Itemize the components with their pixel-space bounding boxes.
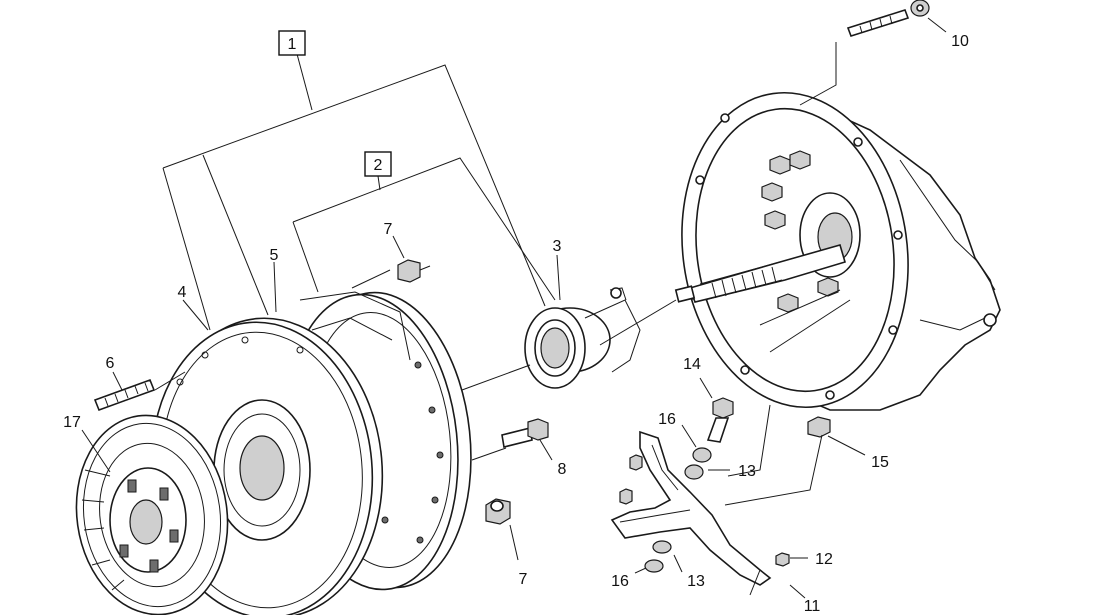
label-12: 12 [815,551,833,568]
label-16-upper: 16 [658,411,676,428]
washer-16-lower [644,559,664,573]
nut-7-top [397,259,431,283]
label-8: 8 [558,461,567,478]
washer-13-lower [652,540,672,554]
washer-13-upper [684,464,704,480]
label-6: 6 [106,355,115,372]
nut-12 [775,552,790,567]
bolt-8 [501,418,549,448]
label-13-lower: 13 [687,573,705,590]
label-16-lower: 16 [611,573,629,590]
washer-16-upper [692,447,712,463]
clutch-disc [75,414,229,615]
label-3: 3 [553,238,562,255]
stud-10 [846,0,930,37]
group-label-2: 2 [374,157,383,174]
label-7-top: 7 [384,221,393,238]
flywheel-holes [176,336,304,386]
label-14: 14 [683,356,701,373]
assembly-axis-lines [154,42,837,596]
stud-6 [93,378,156,412]
label-13-upper: 13 [738,463,756,480]
group-2-bracket: 2 [292,151,556,301]
label-17: 17 [63,414,81,431]
input-shaft [674,244,846,303]
bushing-15 [807,416,831,438]
group-1-bracket: 1 [162,30,546,331]
label-11: 11 [804,598,821,615]
bolt-14 [706,397,734,443]
clutch-housing [681,91,1001,411]
release-fork [610,430,772,586]
housing-inner-bolts [761,150,839,313]
disc-damper-springs [119,479,179,573]
label-15: 15 [871,454,889,471]
part-labels: 3 4 5 6 7 7 8 10 11 12 13 13 14 15 16 16… [63,33,969,615]
release-bearing [524,287,641,389]
leader-lines [81,17,947,599]
group-label-1: 1 [288,36,297,53]
label-10: 10 [951,33,969,50]
nut-7-bottom [485,498,511,525]
label-5: 5 [270,247,279,264]
label-7-bottom: 7 [519,571,528,588]
label-4: 4 [178,284,187,301]
